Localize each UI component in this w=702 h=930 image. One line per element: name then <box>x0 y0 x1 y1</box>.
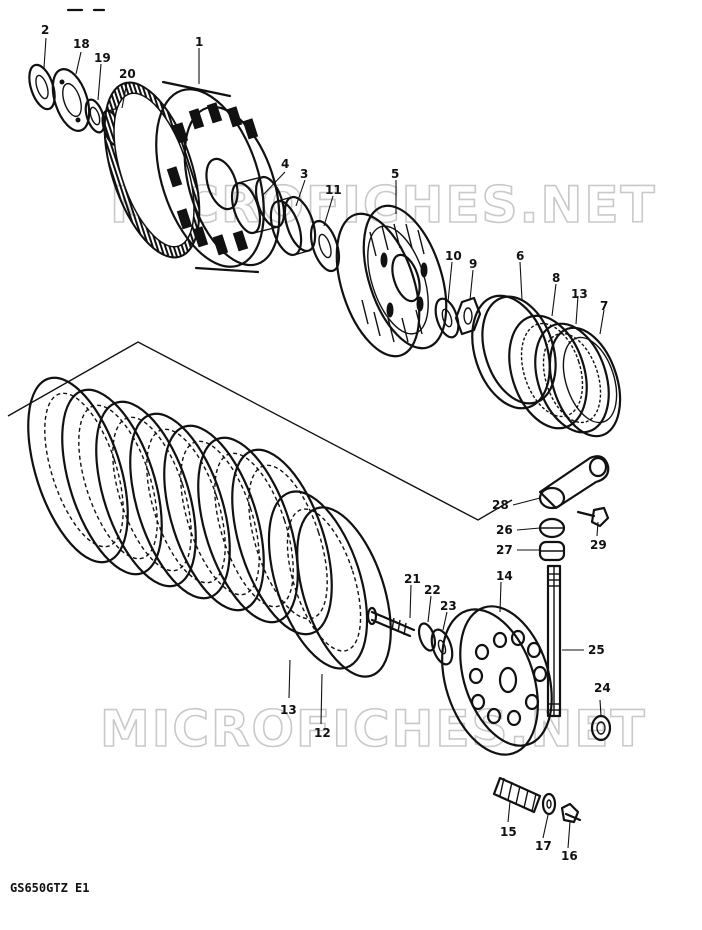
callout-20: 20 <box>119 67 136 81</box>
part-5-clutch-sleeve-hub <box>335 204 448 358</box>
part-1-clutch-housing <box>103 80 281 274</box>
part-4-sleeve-hub <box>230 175 286 235</box>
callout-24: 24 <box>594 681 611 695</box>
part-15-spring <box>492 776 542 814</box>
callout-7: 7 <box>600 299 608 313</box>
callout-19: 19 <box>94 51 111 65</box>
part-2-washer <box>28 63 56 111</box>
callout-21: 21 <box>404 572 421 586</box>
callout-13-top: 13 <box>571 287 588 301</box>
part-6-spring-ring <box>471 294 557 410</box>
callout-4: 4 <box>281 157 289 171</box>
part-23-washer <box>430 628 454 666</box>
model-code: GS650GTZ E1 <box>10 881 89 895</box>
callout-17: 17 <box>535 839 552 853</box>
part-8-drive-plate <box>508 314 588 430</box>
leader-lines <box>43 37 605 849</box>
callout-23: 23 <box>440 599 457 613</box>
part-22-washer <box>417 622 437 652</box>
callout-16: 16 <box>561 849 578 863</box>
part-14-pressure-plate <box>441 605 553 756</box>
callout-labels: 2 18 19 20 1 4 3 11 5 10 9 6 8 13 7 13 1… <box>41 23 611 863</box>
callout-15: 15 <box>500 825 517 839</box>
callout-14: 14 <box>496 569 513 583</box>
stack-bracket <box>7 341 513 521</box>
callout-28: 28 <box>492 498 509 512</box>
callout-13-bottom: 13 <box>280 703 297 717</box>
part-3-spacer <box>269 195 317 257</box>
part-9-nut <box>454 296 482 336</box>
callout-8: 8 <box>552 271 560 285</box>
part-26-seal <box>538 517 566 539</box>
part-27-bushing <box>538 540 566 562</box>
callout-6: 6 <box>516 249 524 263</box>
watermark-bottom: MICROFICHES.NET <box>100 700 647 758</box>
callout-12: 12 <box>314 726 331 740</box>
part-28-release-arm <box>538 455 610 510</box>
callout-9: 9 <box>469 257 477 271</box>
part-17-washer <box>541 792 557 816</box>
callout-2: 2 <box>41 23 49 37</box>
callout-22: 22 <box>424 583 441 597</box>
callout-25: 25 <box>588 643 605 657</box>
callout-11: 11 <box>325 183 342 197</box>
part-11-thrust-washer <box>309 219 341 273</box>
part-16-bolt <box>560 802 582 824</box>
part-29-bolt <box>576 506 610 528</box>
callout-26: 26 <box>496 523 513 537</box>
part-18-plate <box>51 68 91 132</box>
callout-3: 3 <box>300 167 308 181</box>
callout-1: 1 <box>195 35 203 49</box>
part-7-plate <box>548 326 622 438</box>
callout-5: 5 <box>391 167 399 181</box>
callout-18: 18 <box>73 37 90 51</box>
callout-29: 29 <box>590 538 607 552</box>
part-21-push-rod <box>366 606 416 638</box>
clutch-plate-stack <box>27 376 392 678</box>
callout-27: 27 <box>496 543 513 557</box>
callout-10: 10 <box>445 249 462 263</box>
part-25-release-rod <box>546 564 562 718</box>
